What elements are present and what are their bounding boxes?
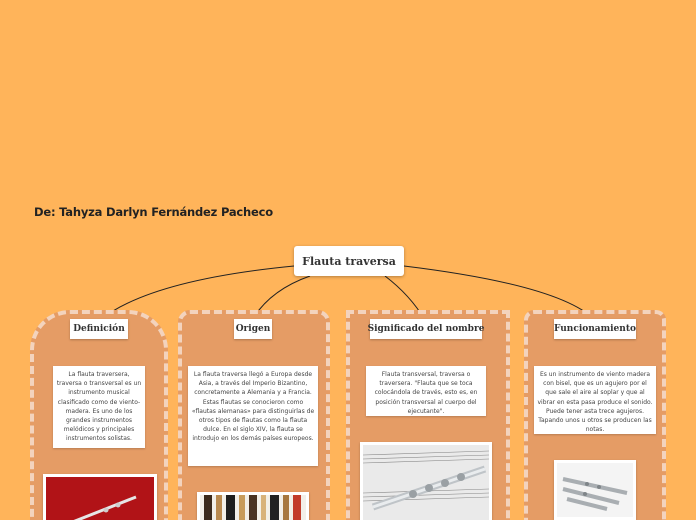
branch-title-label: Significado del nombre <box>367 324 485 334</box>
branch-title-label: Origen <box>235 324 271 334</box>
flute-on-red-image[interactable] <box>43 474 157 520</box>
branch-text-funcionamiento: Es un instrumento de viento madera con b… <box>534 366 656 434</box>
branch-title-significado[interactable]: Significado del nombre <box>367 319 485 339</box>
branch-text-definicion: La flauta traversera, traversa o transve… <box>53 366 145 448</box>
root-label: Flauta traversa <box>302 254 396 268</box>
branch-text-origen: La flauta traversa llegó a Europa desde … <box>188 366 318 466</box>
disassembled-flute-image[interactable] <box>554 460 636 520</box>
author-label: De: Tahyza Darlyn Fernández Pacheco <box>34 205 273 219</box>
branch-title-funcionamiento[interactable]: Funcionamiento <box>554 319 636 339</box>
branch-title-label: Funcionamiento <box>554 324 636 334</box>
flute-collection-image[interactable] <box>197 492 309 520</box>
branch-title-origen[interactable]: Origen <box>234 319 272 339</box>
root-node[interactable]: Flauta traversa <box>294 246 404 276</box>
flute-on-sheet-music-image[interactable] <box>360 442 492 520</box>
branch-text-significado: Flauta transversal, traversa o traverser… <box>366 366 486 416</box>
branch-title-definicion[interactable]: Definición <box>70 319 128 339</box>
branch-title-label: Definición <box>73 324 125 334</box>
